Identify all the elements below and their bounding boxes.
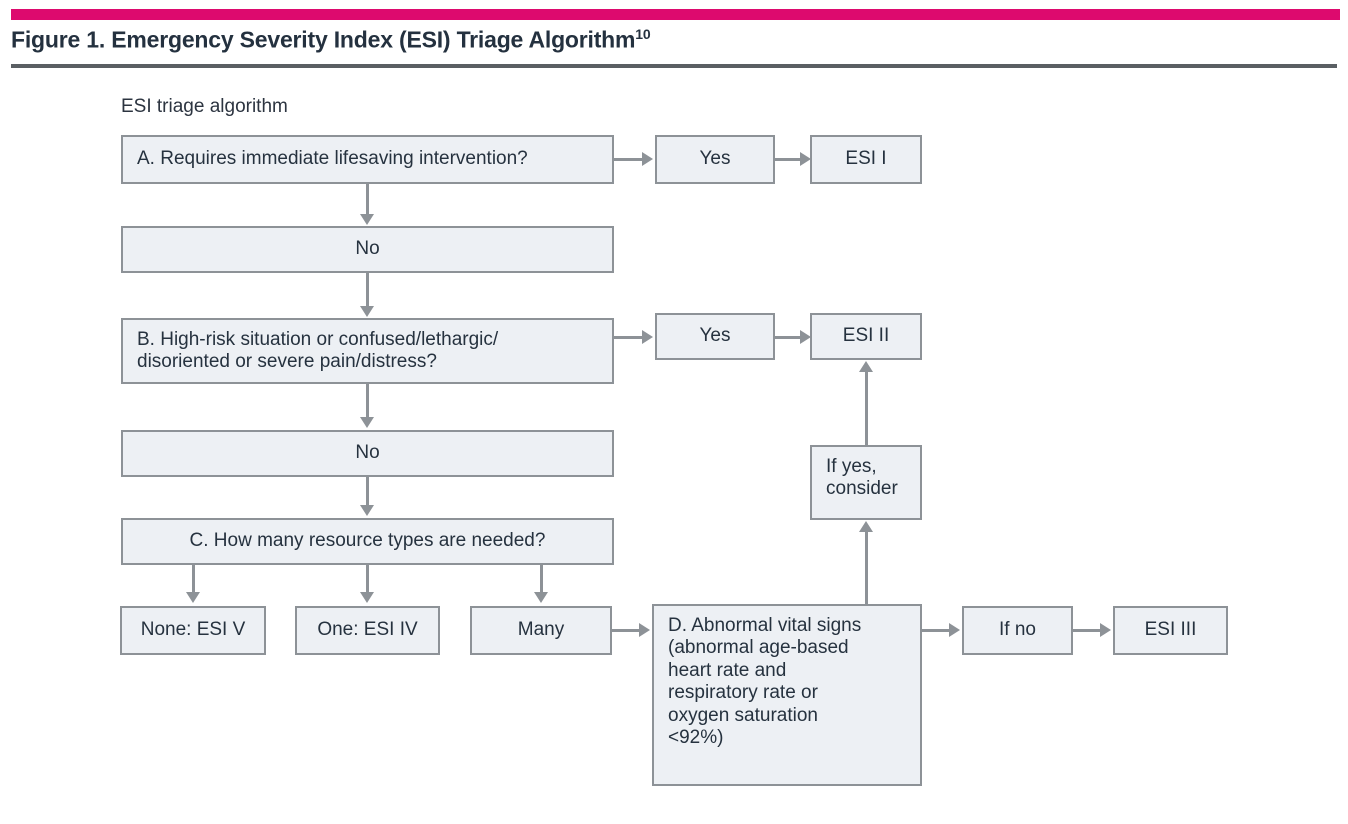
connector-a-to-yes [614,158,644,161]
node-esi-3: ESI III [1113,606,1228,655]
figure-title-superscript: 10 [635,26,651,42]
arrowhead-c-to-none [186,592,200,603]
arrowhead-b-to-yes [642,330,653,344]
arrowhead-no2-to-c [360,505,374,516]
connector-ifno-to-esi3 [1073,629,1102,632]
node-b-question: B. High-risk situation or confused/letha… [121,318,614,384]
arrowhead-yes-to-esi1 [800,152,811,166]
arrowhead-d-to-ifyes [859,521,873,532]
arrowhead-no1-to-b [360,306,374,317]
node-esi-1-label: ESI I [845,148,887,170]
figure-title-text: Figure 1. Emergency Severity Index (ESI)… [11,26,636,53]
diagram-subtitle: ESI triage algorithm [121,96,288,117]
node-d-question: D. Abnormal vital signs (abnormal age-ba… [652,604,922,786]
node-c-none-label: None: ESI V [140,619,246,641]
arrowhead-yes-to-esi2 [800,330,811,344]
page-title: Figure 1. Emergency Severity Index (ESI)… [11,26,1331,54]
connector-yes-to-esi1 [775,158,803,161]
connector-ifyes-to-esi2 [865,370,868,445]
node-b-yes: Yes [655,313,775,360]
connector-many-to-d [612,629,641,632]
connector-b-to-yes [614,336,644,339]
connector-c-to-many [540,565,543,594]
connector-no2-to-c [366,477,369,507]
node-esi-3-label: ESI III [1144,619,1197,641]
node-a-question: A. Requires immediate lifesaving interve… [121,135,614,184]
node-c-one: One: ESI IV [295,606,440,655]
arrowhead-many-to-d [639,623,650,637]
connector-c-to-none [192,565,195,594]
arrowhead-ifyes-to-esi2 [859,361,873,372]
node-b-question-label: B. High-risk situation or confused/letha… [137,329,499,373]
arrowhead-d-to-ifno [949,623,960,637]
node-b-yes-label: Yes [699,325,731,347]
connector-b-to-no2 [366,384,369,418]
node-if-no: If no [962,606,1073,655]
title-divider [11,64,1337,68]
arrowhead-c-to-one [360,592,374,603]
node-no-2-label: No [355,442,380,464]
node-esi-2-label: ESI II [842,325,890,347]
node-if-yes-consider: If yes, consider [810,445,922,520]
node-a-yes: Yes [655,135,775,184]
connector-no1-to-b [366,273,369,307]
node-no-2: No [121,430,614,477]
node-c-none: None: ESI V [120,606,266,655]
arrowhead-b-to-no2 [360,417,374,428]
node-a-yes-label: Yes [699,148,731,170]
node-no-1: No [121,226,614,273]
pink-accent-bar [11,9,1340,20]
node-c-question: C. How many resource types are needed? [121,518,614,565]
arrowhead-ifno-to-esi3 [1100,623,1111,637]
node-a-question-label: A. Requires immediate lifesaving interve… [137,148,528,170]
node-no-1-label: No [355,238,380,260]
node-c-question-label: C. How many resource types are needed? [189,530,546,552]
node-esi-1: ESI I [810,135,922,184]
node-esi-2: ESI II [810,313,922,360]
node-c-one-label: One: ESI IV [317,619,418,641]
connector-yes-to-esi2 [775,336,803,339]
connector-a-to-no1 [366,184,369,216]
connector-d-to-ifno [922,629,951,632]
node-if-yes-consider-label: If yes, consider [826,456,898,500]
node-c-many-label: Many [517,619,565,641]
node-if-no-label: If no [999,619,1036,641]
node-d-question-label: D. Abnormal vital signs (abnormal age-ba… [668,615,862,749]
arrowhead-c-to-many [534,592,548,603]
arrowhead-a-to-yes [642,152,653,166]
connector-c-to-one [366,565,369,594]
node-c-many: Many [470,606,612,655]
arrowhead-a-to-no1 [360,214,374,225]
connector-d-to-ifyes [865,530,868,604]
